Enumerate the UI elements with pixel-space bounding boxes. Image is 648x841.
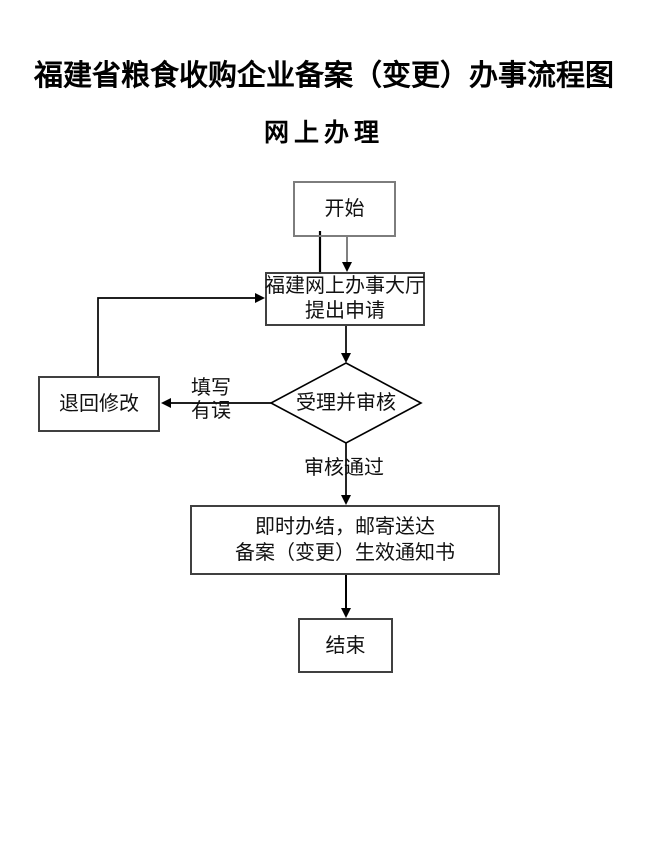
node-result-line2: 备案（变更）生效通知书: [235, 542, 455, 564]
node-apply: 福建网上办事大厅 提出申请: [265, 272, 425, 326]
node-end-label: 结束: [325, 634, 366, 657]
node-review-label: 受理并审核: [296, 392, 396, 414]
connector-result-to-end-arrowhead: [341, 608, 351, 618]
node-return-label: 退回修改: [59, 393, 139, 415]
node-result-line1: 即时办结，邮寄送达: [255, 516, 435, 538]
connector-start-to-apply-arrowhead: [342, 262, 352, 272]
edge-label-fail: 填写 有误: [176, 377, 246, 423]
node-apply-line2: 提出申请: [305, 300, 385, 322]
node-end: 结束: [298, 618, 393, 673]
node-start-label: 开始: [324, 198, 365, 220]
node-result: 即时办结，邮寄送达 备案（变更）生效通知书: [190, 505, 500, 575]
connector-return-to-apply-arrowhead: [255, 293, 265, 303]
node-apply-line1: 福建网上办事大厅: [265, 275, 425, 297]
edge-label-fail-line1: 填写: [191, 377, 231, 399]
edge-label-fail-line2: 有误: [191, 400, 231, 422]
node-start: 开始: [293, 181, 396, 237]
node-return: 退回修改: [38, 376, 160, 432]
connector-review-to-return-arrowhead: [161, 398, 171, 408]
edge-label-pass: 审核通过: [304, 457, 384, 479]
page-subtitle: 网上办理: [263, 120, 384, 147]
page-title: 福建省粮食收购企业备案（变更）办事流程图: [33, 60, 614, 92]
connector-review-to-result-arrowhead: [341, 495, 351, 505]
connector-apply-to-review-arrowhead: [341, 353, 351, 363]
connector-return-to-apply-line: [97, 297, 256, 376]
